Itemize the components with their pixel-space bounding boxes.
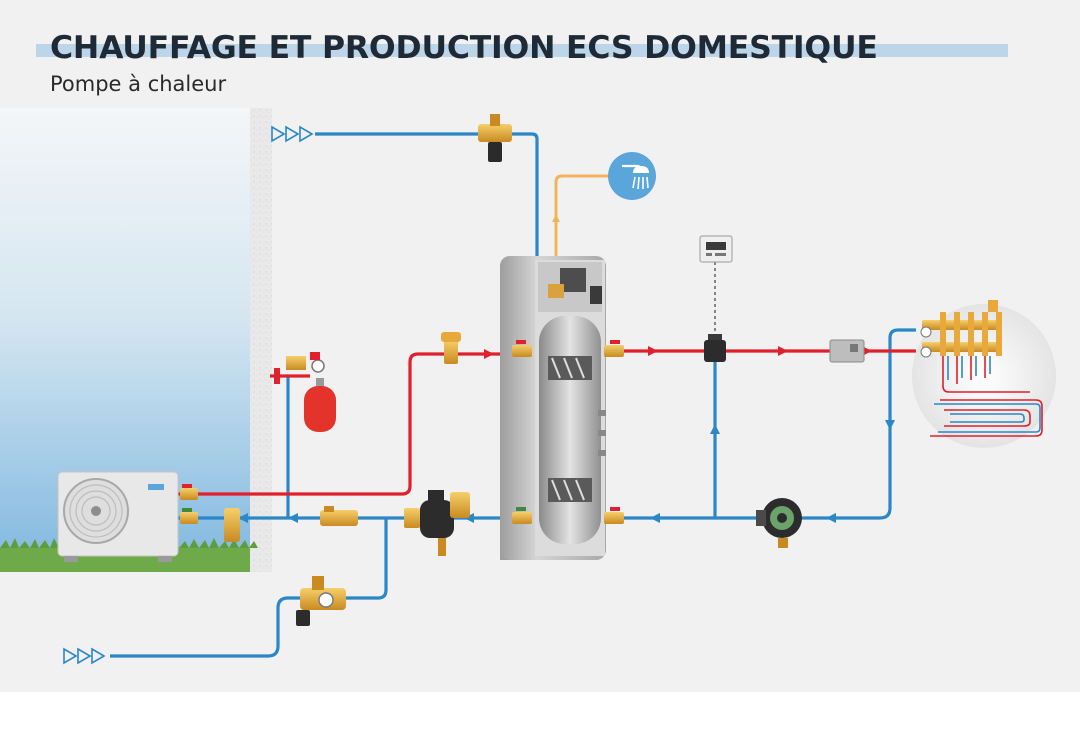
flow-sensor [829, 339, 865, 363]
underfloor-heating [912, 300, 1056, 448]
shower-icon [608, 152, 656, 200]
return-fittings [320, 490, 470, 556]
expansion-vessel [274, 352, 336, 432]
triple-arrow-inlet-icon [271, 125, 314, 143]
cold-inlet-pipe-bottom [110, 518, 388, 658]
diagram-canvas: CHAUFFAGE ET PRODUCTION ECS DOMESTIQUE P… [0, 0, 1080, 692]
dhw-pipe [554, 174, 608, 258]
triple-arrow-inlet-icon [63, 647, 106, 665]
thermostat-icon [699, 235, 733, 263]
fan-icon [63, 478, 129, 544]
circulator-pump [756, 498, 802, 548]
flow-pipe [178, 352, 500, 496]
heating-schematic [0, 108, 1056, 665]
page-title: CHAUFFAGE ET PRODUCTION ECS DOMESTIQUE [50, 30, 878, 66]
storage-tank [500, 256, 606, 560]
bottom-margin [0, 692, 1080, 734]
safety-valve [441, 332, 461, 364]
heat-pump-unit [57, 471, 240, 562]
heating-return-pipe [610, 328, 916, 520]
thermostatic-mixing-valve [478, 114, 512, 162]
cold-inlet-pipe-top [315, 132, 539, 258]
page-subtitle: Pompe à chaleur [50, 72, 227, 96]
pressure-reducer [296, 576, 346, 626]
title-highlight [36, 44, 1008, 57]
mixing-valve [704, 334, 726, 362]
tank-isolation-valves [512, 340, 624, 524]
